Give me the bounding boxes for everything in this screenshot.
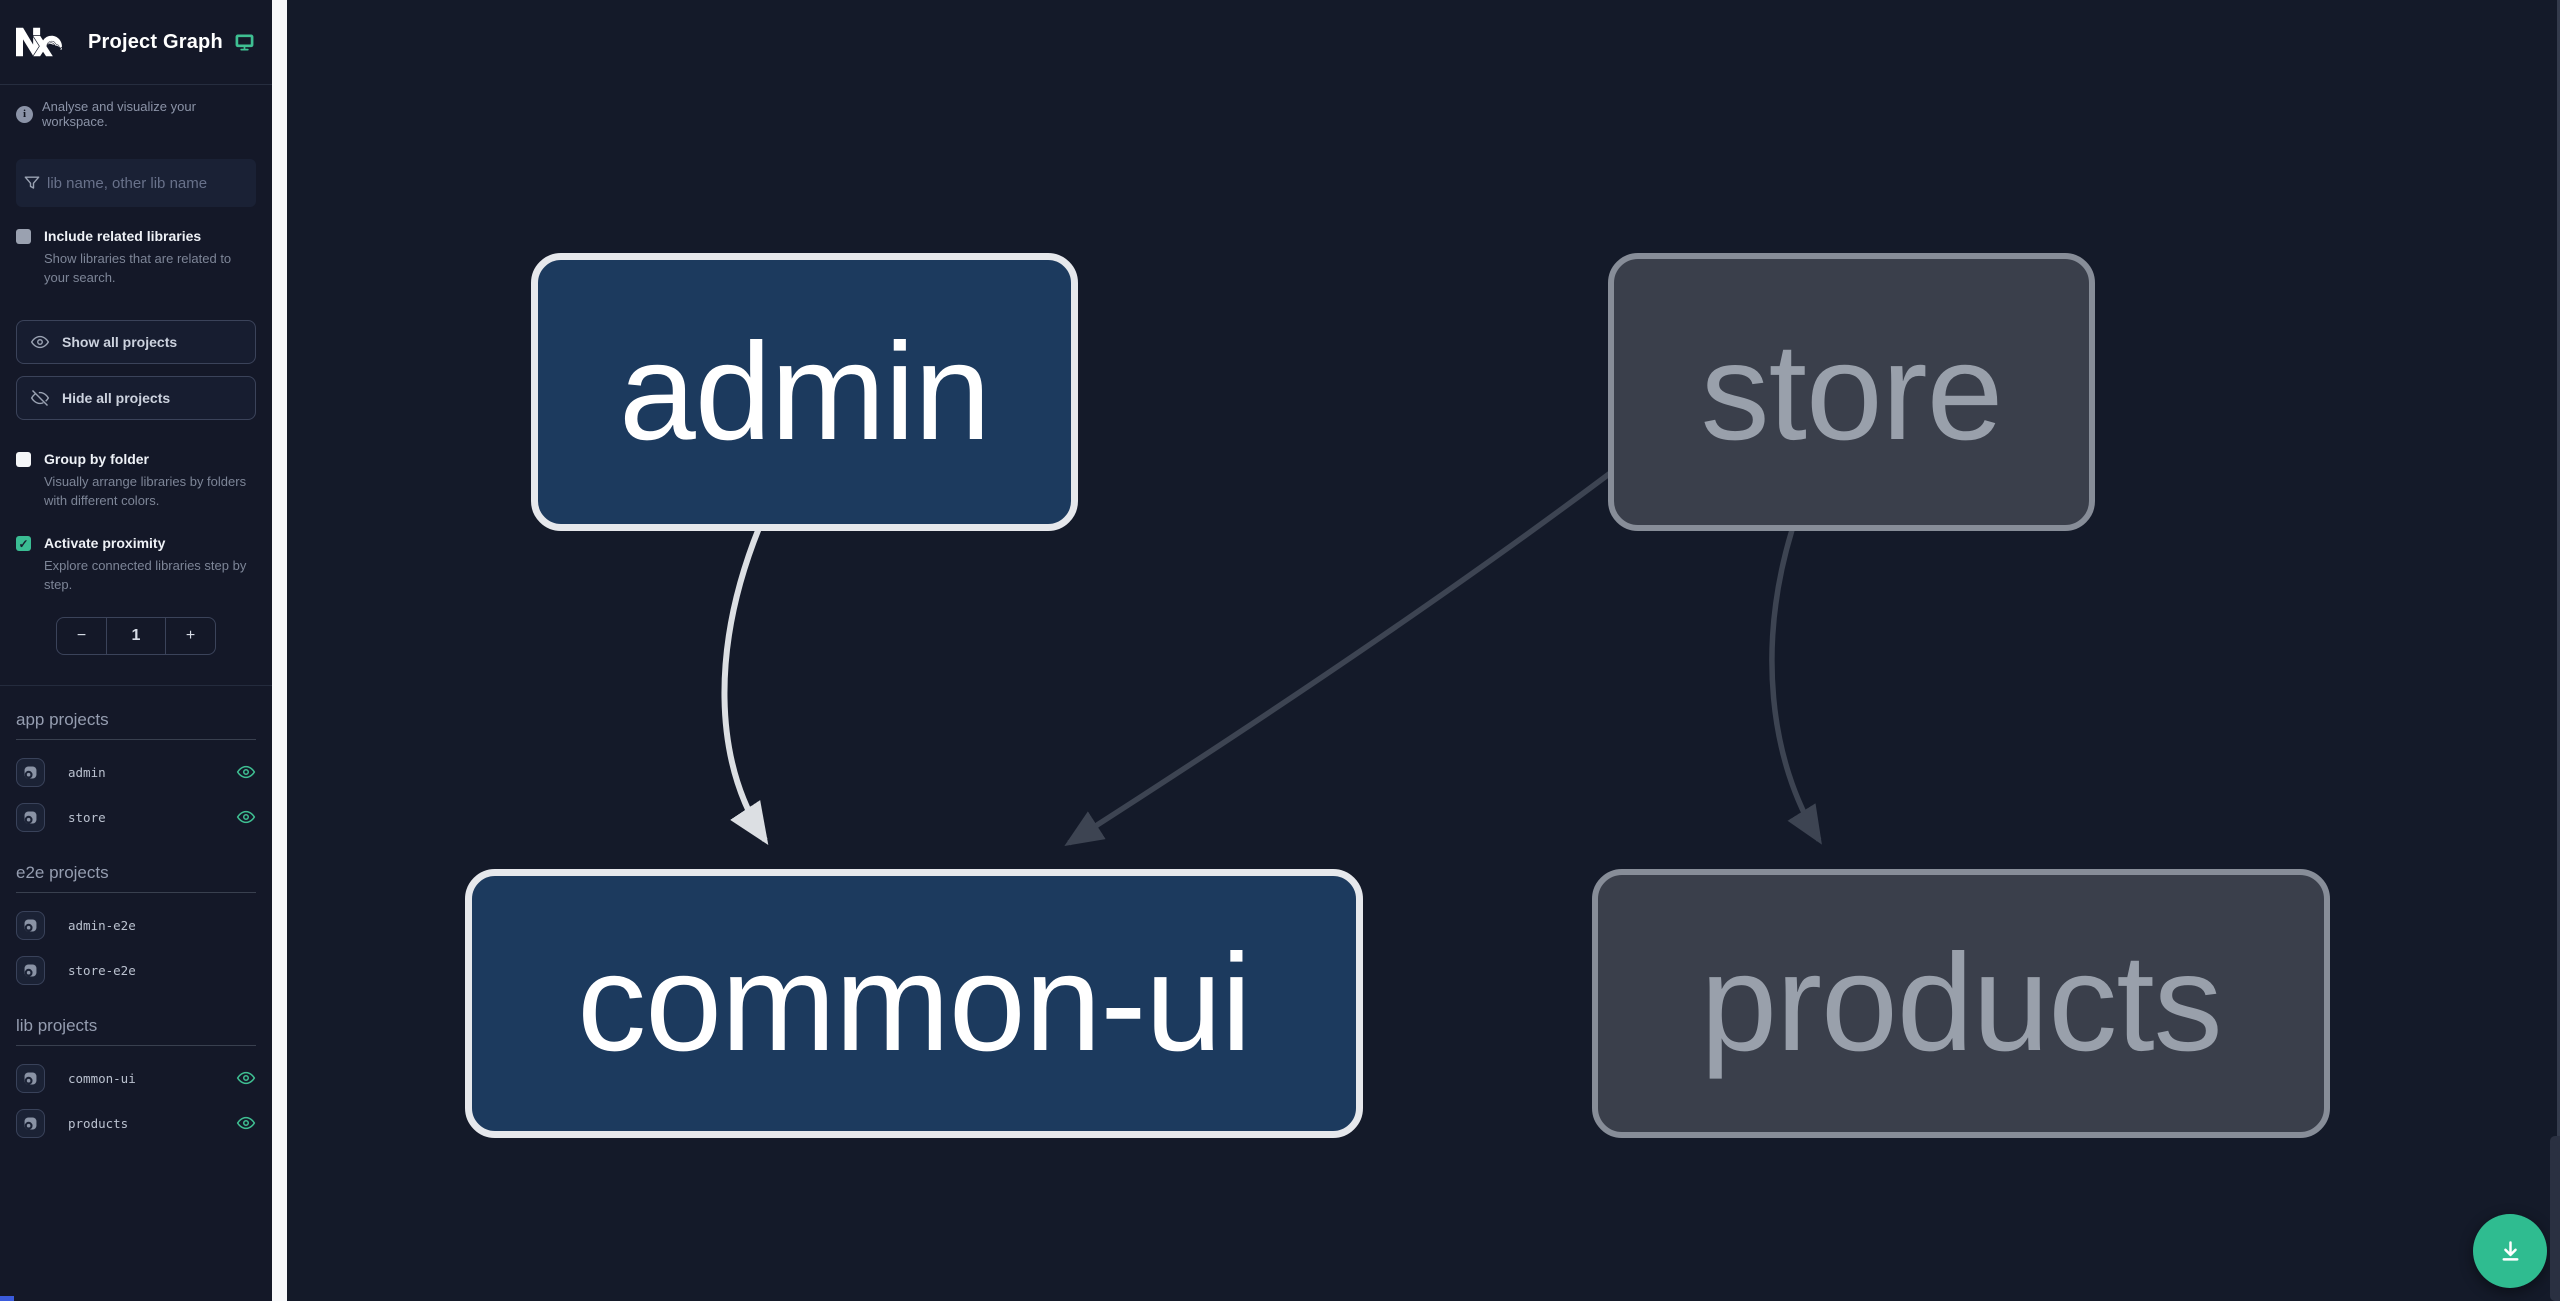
focus-icon	[24, 1117, 37, 1130]
project-row-admin: admin	[16, 754, 256, 790]
scrollbar-thumb[interactable]	[2550, 1136, 2560, 1301]
project-name: admin	[68, 764, 106, 780]
activate-proximity-label: Activate proximity	[44, 535, 166, 552]
visibility-eye-icon[interactable]	[236, 807, 256, 827]
focus-project-button[interactable]	[16, 757, 45, 787]
filter-input[interactable]	[47, 159, 256, 207]
monitor-icon[interactable]	[235, 33, 254, 52]
focus-icon	[24, 811, 37, 824]
graph-canvas[interactable]: admin store common-ui products	[287, 0, 2560, 1301]
project-name: store-e2e	[68, 962, 136, 978]
group-by-folder-description: Visually arrange libraries by folders wi…	[44, 473, 247, 508]
scrollbar-track	[2557, 0, 2560, 1301]
proximity-increment-button[interactable]: +	[166, 618, 215, 654]
funnel-icon	[16, 173, 47, 193]
section-heading: e2e projects	[16, 863, 256, 894]
visibility-eye-icon[interactable]	[236, 1113, 256, 1133]
project-row-store-e2e: store-e2e	[16, 952, 256, 988]
show-all-projects-button[interactable]: Show all projects	[16, 319, 256, 364]
project-lists: app projects admin	[0, 710, 272, 1141]
graph-node-products[interactable]: products	[1592, 869, 2330, 1138]
download-image-button[interactable]	[2473, 1214, 2547, 1288]
focus-project-button[interactable]	[16, 1063, 45, 1093]
bottom-left-blue-fragment	[0, 1296, 14, 1301]
proximity-value: 1	[106, 618, 166, 655]
edge-store-to-common-ui[interactable]	[1064, 465, 1619, 846]
focus-icon	[24, 964, 37, 977]
lib-projects-section: lib projects common-ui	[16, 1016, 256, 1141]
include-related-description: Show libraries that are related to your …	[44, 251, 232, 285]
page-title: Project Graph	[88, 30, 223, 53]
show-all-projects-label: Show all projects	[62, 333, 178, 350]
graph-node-admin[interactable]: admin	[531, 253, 1078, 531]
section-heading: app projects	[16, 710, 256, 741]
activate-proximity-option[interactable]: Activate proximity Explore connected lib…	[16, 534, 256, 595]
section-heading: lib projects	[16, 1016, 256, 1047]
sidebar: Project Graph i Analyse and visualize yo…	[0, 0, 272, 1301]
project-row-common-ui: common-ui	[16, 1060, 256, 1096]
project-name: common-ui	[68, 1070, 136, 1086]
eye-icon	[30, 335, 50, 348]
group-by-folder-label: Group by folder	[44, 450, 149, 467]
info-icon: i	[16, 105, 33, 123]
focus-project-button[interactable]	[16, 1108, 45, 1138]
visibility-eye-icon[interactable]	[236, 1068, 256, 1088]
include-related-option[interactable]: Include related libraries Show libraries…	[16, 227, 256, 288]
nx-logo-icon	[16, 19, 62, 65]
proximity-decrement-button[interactable]: −	[57, 618, 106, 654]
edge-store-to-products[interactable]	[1769, 529, 1822, 845]
graph-edges	[721, 465, 1822, 846]
sidebar-header: Project Graph	[0, 0, 272, 85]
focus-icon	[24, 1072, 37, 1085]
project-filter	[16, 159, 256, 207]
project-row-admin-e2e: admin-e2e	[16, 907, 256, 943]
focus-project-button[interactable]	[16, 910, 45, 940]
sidebar-resize-handle[interactable]	[272, 0, 287, 1301]
focus-icon	[24, 766, 37, 779]
activate-proximity-description: Explore connected libraries step by step…	[44, 558, 247, 593]
eye-off-icon	[30, 389, 50, 406]
project-name: admin-e2e	[68, 917, 136, 933]
workspace-tagline: i Analyse and visualize your workspace.	[0, 99, 272, 129]
app-projects-section: app projects admin	[16, 710, 256, 835]
hide-all-projects-button[interactable]: Hide all projects	[16, 375, 256, 420]
group-by-folder-option[interactable]: Group by folder Visually arrange librari…	[16, 450, 256, 511]
e2e-projects-section: e2e projects admin-e2e	[16, 863, 256, 988]
proximity-stepper: − 1 +	[56, 617, 216, 656]
focus-icon	[24, 919, 37, 932]
download-icon	[2502, 1240, 2518, 1261]
project-row-products: products	[16, 1105, 256, 1141]
activate-proximity-checkbox[interactable]	[16, 536, 31, 552]
section-divider	[0, 685, 272, 687]
group-by-folder-checkbox[interactable]	[16, 451, 31, 467]
tagline-text: Analyse and visualize your workspace.	[42, 99, 196, 129]
project-name: products	[68, 1115, 129, 1131]
hide-all-projects-label: Hide all projects	[62, 389, 171, 406]
focus-project-button[interactable]	[16, 802, 45, 832]
focus-project-button[interactable]	[16, 955, 45, 985]
project-name: store	[68, 809, 106, 825]
edge-admin-to-common-ui[interactable]	[721, 526, 769, 846]
include-related-checkbox[interactable]	[16, 229, 31, 244]
project-row-store: store	[16, 799, 256, 835]
graph-node-store[interactable]: store	[1608, 253, 2095, 531]
visibility-eye-icon[interactable]	[236, 762, 256, 782]
include-related-label: Include related libraries	[44, 228, 202, 244]
graph-node-common-ui[interactable]: common-ui	[465, 869, 1363, 1138]
